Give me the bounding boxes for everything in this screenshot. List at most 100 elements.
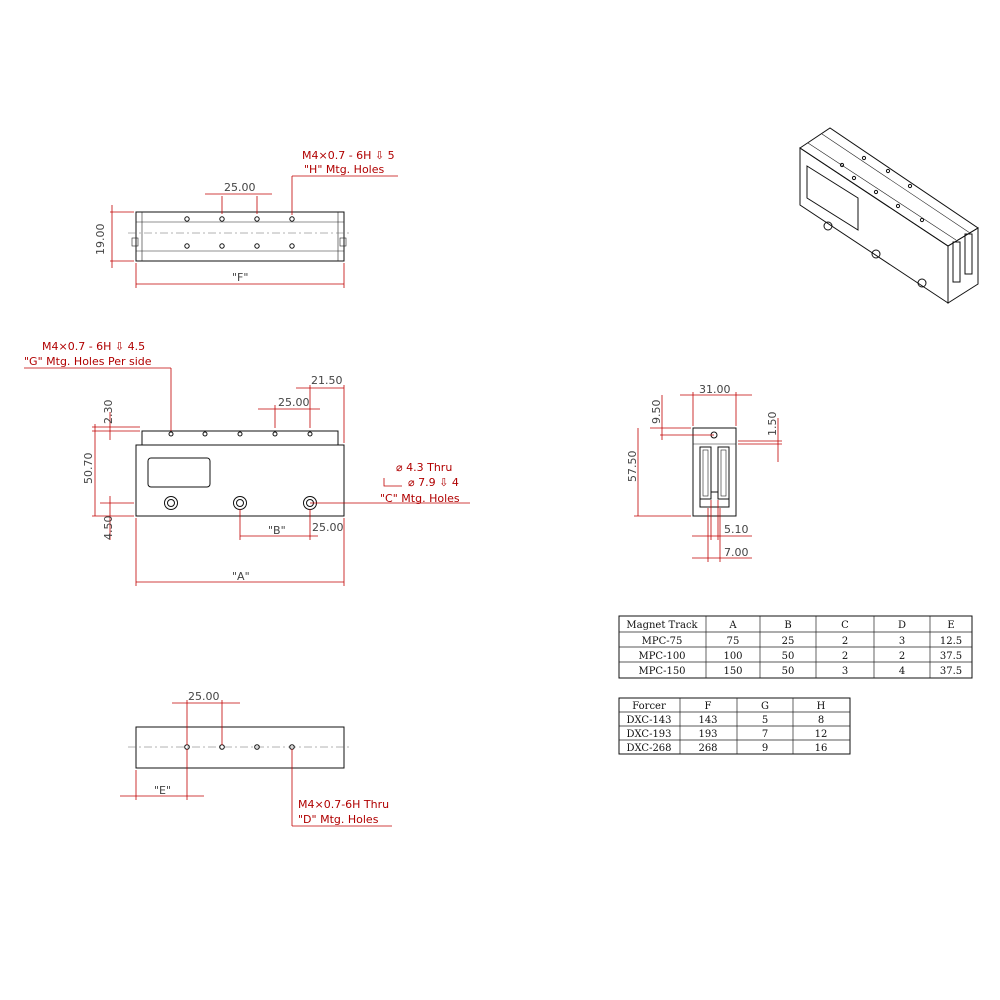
table-cell: 7	[762, 729, 768, 740]
table-cell: 75	[727, 636, 740, 647]
dim-25-00-bottom: 25.00	[312, 521, 344, 534]
dim-50-70: 50.70	[82, 453, 95, 485]
mounting-hole	[289, 243, 295, 249]
dim-1-50: 1.50	[766, 412, 779, 437]
table-header-cell: D	[898, 620, 906, 631]
dim-pitch-bottom: 25.00	[188, 690, 220, 703]
forcer-table-header: Forcer F G H	[632, 701, 825, 712]
table-header-cell: F	[705, 701, 712, 712]
table-row: MPC-150 150 50 3 4 37.5	[638, 666, 962, 677]
callout-h-thread: M4×0.7 - 6H ⇩ 5	[302, 149, 395, 162]
bottom-view-outline	[135, 726, 345, 769]
table-cell: 12.5	[940, 636, 962, 647]
table-row: MPC-75 75 25 2 3 12.5	[642, 636, 963, 647]
table-cell: 50	[782, 651, 795, 662]
table-cell: 37.5	[940, 651, 962, 662]
callout-c-thru: ⌀ 4.3 Thru	[396, 461, 452, 474]
table-row: MPC-100 100 50 2 2 37.5	[638, 651, 962, 662]
table-cell: 37.5	[940, 666, 962, 677]
table-header-cell: B	[784, 620, 791, 631]
dim-2-30: 2.30	[102, 400, 115, 425]
top-view-outline	[135, 211, 345, 262]
dim-4-50: 4.50	[102, 516, 115, 541]
dim-height-top: 19.00	[94, 224, 107, 256]
callout-c-counterbore: ⌀ 7.9 ⇩ 4	[408, 476, 459, 489]
dim-25-00-top: 25.00	[278, 396, 310, 409]
dim-b: "B"	[268, 524, 286, 537]
table-header-cell: E	[947, 620, 954, 631]
table-cell: 12	[815, 729, 828, 740]
counterbore-hole	[233, 496, 247, 510]
bottom-view: 25.00 "E" M4×0.7-6H Thru "D" Mtg. Holes	[120, 690, 392, 827]
side-view: 31.00 9.50 1.50 57.50 5.10 7.00	[626, 383, 782, 562]
mounting-hole	[219, 243, 225, 249]
dim-length-f: "F"	[232, 271, 248, 284]
callout-d-label: "D" Mtg. Holes	[298, 813, 379, 826]
callout-g-thread: M4×0.7 - 6H ⇩ 4.5	[42, 340, 145, 353]
dim-pitch-top: 25.00	[224, 181, 256, 194]
dim-31-00: 31.00	[699, 383, 731, 396]
table-row: DXC-268 268 9 16	[626, 743, 827, 754]
magnet-table-header: Magnet Track A B C D E	[626, 620, 954, 631]
table-cell: 193	[698, 729, 717, 740]
table-cell: DXC-143	[626, 715, 671, 726]
counterbore-hole	[164, 496, 178, 510]
table-cell: DXC-193	[626, 729, 671, 740]
front-view-top-rail	[141, 430, 339, 446]
table-row: DXC-193 193 7 12	[626, 729, 827, 740]
front-view-label-window	[147, 457, 211, 488]
callout-c-label: "C" Mtg. Holes	[380, 492, 460, 505]
table-cell: DXC-268	[626, 743, 671, 754]
table-cell: 4	[899, 666, 905, 677]
dim-7-00: 7.00	[724, 546, 749, 559]
mounting-hole	[219, 216, 225, 222]
dim-57-50: 57.50	[626, 451, 639, 483]
dim-21-50: 21.50	[311, 374, 343, 387]
bottom-hole	[254, 744, 260, 750]
table-cell: 8	[818, 715, 824, 726]
table-cell: 2	[842, 651, 848, 662]
table-cell: MPC-100	[638, 651, 685, 662]
table-cell: MPC-150	[638, 666, 685, 677]
table-cell: 9	[762, 743, 768, 754]
dim-5-10: 5.10	[724, 523, 749, 536]
dim-9-50: 9.50	[650, 400, 663, 425]
front-view: M4×0.7 - 6H ⇩ 4.5 "G" Mtg. Holes Per sid…	[24, 340, 470, 586]
table-cell: 2	[842, 636, 848, 647]
dim-e: "E"	[154, 784, 171, 797]
table-cell: 2	[899, 651, 905, 662]
isometric-view	[799, 127, 979, 304]
table-cell: 25	[782, 636, 795, 647]
table-cell: 150	[723, 666, 742, 677]
mounting-hole	[254, 243, 260, 249]
table-header-cell: G	[761, 701, 769, 712]
table-row: DXC-143 143 5 8	[626, 715, 824, 726]
callout-g-label: "G" Mtg. Holes Per side	[24, 355, 152, 368]
table-header-cell: A	[728, 620, 737, 631]
mounting-hole	[254, 216, 260, 222]
mounting-hole	[184, 243, 190, 249]
top-view: 25.00 19.00 "F" M4×0.7 - 6H ⇩ 5 "H" Mtg.…	[94, 149, 398, 288]
magnet-track-table: Magnet Track A B C D E MPC-75 75 25 2 3 …	[618, 615, 973, 679]
table-cell: 143	[698, 715, 717, 726]
forcer-table: Forcer F G H DXC-143 143 5 8 DXC-193 193…	[618, 697, 851, 755]
mounting-hole	[289, 216, 295, 222]
table-header-cell: Magnet Track	[626, 620, 698, 631]
table-cell: 16	[815, 743, 828, 754]
table-cell: MPC-75	[642, 636, 683, 647]
side-view-outline	[692, 427, 737, 517]
front-view-top-holes	[168, 431, 313, 437]
table-cell: 5	[762, 715, 768, 726]
front-view-c-holes	[164, 496, 317, 510]
mounting-hole	[184, 216, 190, 222]
top-view-holes	[184, 216, 295, 249]
table-header-cell: H	[817, 701, 826, 712]
table-cell: 100	[723, 651, 742, 662]
table-cell: 268	[698, 743, 717, 754]
callout-h-label: "H" Mtg. Holes	[304, 163, 384, 176]
callout-d-thread: M4×0.7-6H Thru	[298, 798, 389, 811]
table-cell: 50	[782, 666, 795, 677]
table-cell: 3	[842, 666, 848, 677]
table-header-cell: C	[841, 620, 849, 631]
